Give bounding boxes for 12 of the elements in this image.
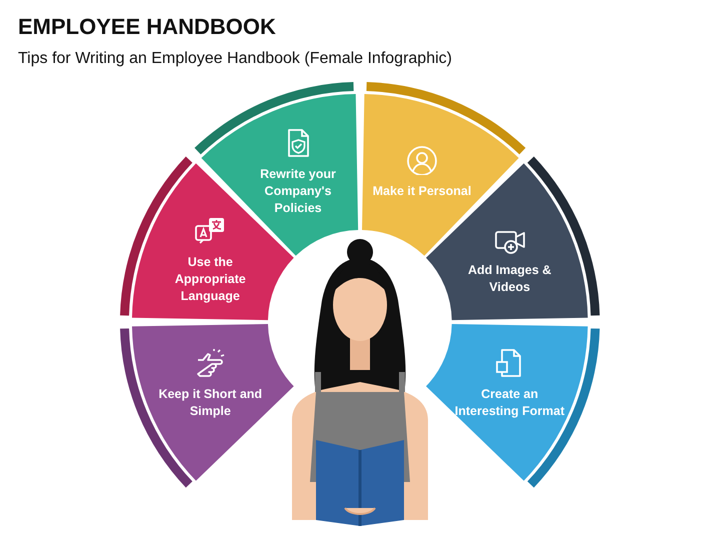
segment — [193, 82, 358, 256]
segment-text: Create an Interesting Format — [454, 386, 565, 420]
title: EMPLOYEE HANDBOOK — [18, 14, 276, 40]
segment — [362, 82, 527, 256]
segment — [120, 324, 294, 489]
segment-text: Rewrite your Company's Policies — [259, 166, 337, 217]
segment — [426, 324, 600, 489]
subtitle: Tips for Writing an Employee Handbook (Female Infographic) — [18, 50, 452, 68]
segment-text: Keep it Short and Simple — [158, 386, 264, 420]
segment-text: Add Images & Videos — [466, 262, 552, 296]
segment-text: Make it Personal — [372, 182, 472, 200]
segment-text: Use the Appropriate Language — [174, 254, 247, 304]
